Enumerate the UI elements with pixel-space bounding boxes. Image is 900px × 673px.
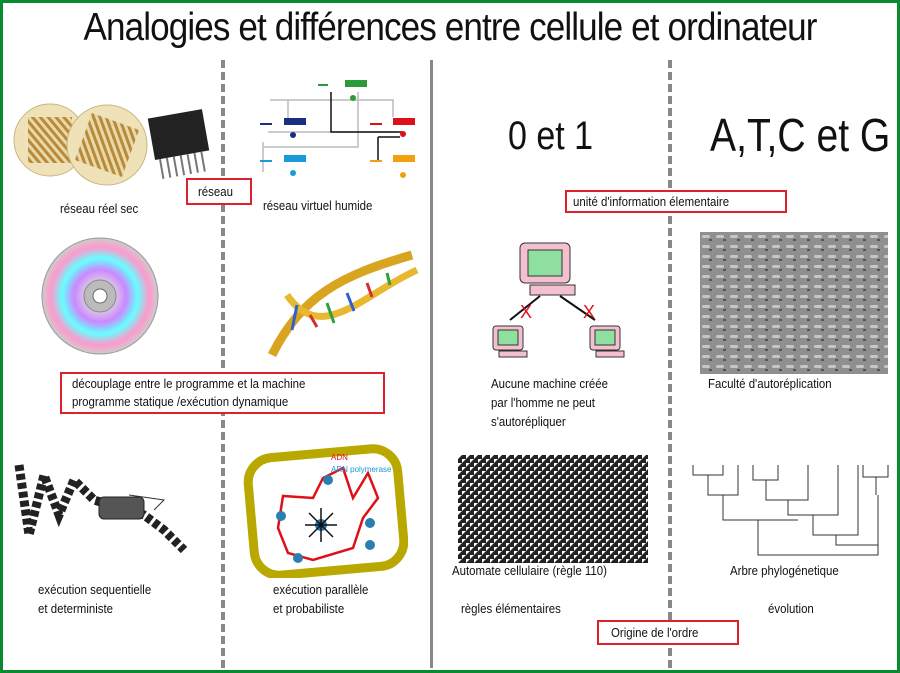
cd-disc-illustration [41,237,159,355]
info-unit-label: unité d'information élementaire [573,194,730,209]
divider-center [430,60,433,668]
divider-dashed-right [668,60,672,668]
parallel-line2: et probabiliste [273,601,345,616]
dna-bases-text: A,T,C et G [710,109,891,161]
reseau-label: réseau [198,184,233,199]
decoupling-box: découplage entre le programme et la mach… [60,372,385,414]
phylogenetic-tree [692,465,889,556]
divider-dashed-left [221,60,225,668]
order-origin-box: Origine de l'ordre [597,620,739,645]
cellular-automaton-rule110 [458,455,648,563]
decoupling-line2: programme statique /exécution dynamique [72,394,289,409]
bacteria-micrograph [700,232,888,374]
dna-helix-illustration [267,250,419,358]
dry-network-caption: réseau réel sec [60,201,139,216]
svg-text:X: X [583,302,595,322]
machine-line3: s'autorépliquer [491,414,566,429]
decoupling-line1: découplage entre le programme et la mach… [72,376,306,391]
sequential-line2: et deterministe [38,601,114,616]
info-unit-box: unité d'information élementaire [565,190,787,213]
machine-line2: par l'homme ne peut [491,395,595,410]
adn-label: ADN [331,453,348,462]
cell-dna-polymerase-illustration: ADN ARN polymerase [243,444,408,578]
circuit-boards-chip-illustration [13,103,210,186]
computer-icon [519,242,576,296]
reseau-label-box: réseau [186,178,252,205]
page-title: Analogies et différences entre cellule e… [83,6,817,49]
arn-polymerase-label: ARN polymerase [331,465,392,474]
gene-network-illustration [260,80,415,178]
machine-line1: Aucune machine créée [491,376,609,391]
parallel-line1: exécution parallèle [273,582,369,597]
svg-text:X: X [520,302,532,322]
binary-digits-text: 0 et 1 [508,114,594,158]
rules-caption: règles élémentaires [461,601,561,616]
self-replication-caption: Faculté d'autoréplication [708,376,832,391]
tape-reader-illustration [14,459,188,554]
automaton-caption: Automate cellulaire (règle 110) [452,563,607,578]
wet-network-caption: réseau virtuel humide [263,198,373,213]
evolution-caption: évolution [768,601,814,616]
order-origin-label: Origine de l'ordre [611,625,699,640]
tree-caption: Arbre phylogénetique [730,563,839,578]
sequential-line1: exécution sequentielle [38,582,152,597]
computer-replication-illustration: X X [492,242,625,358]
